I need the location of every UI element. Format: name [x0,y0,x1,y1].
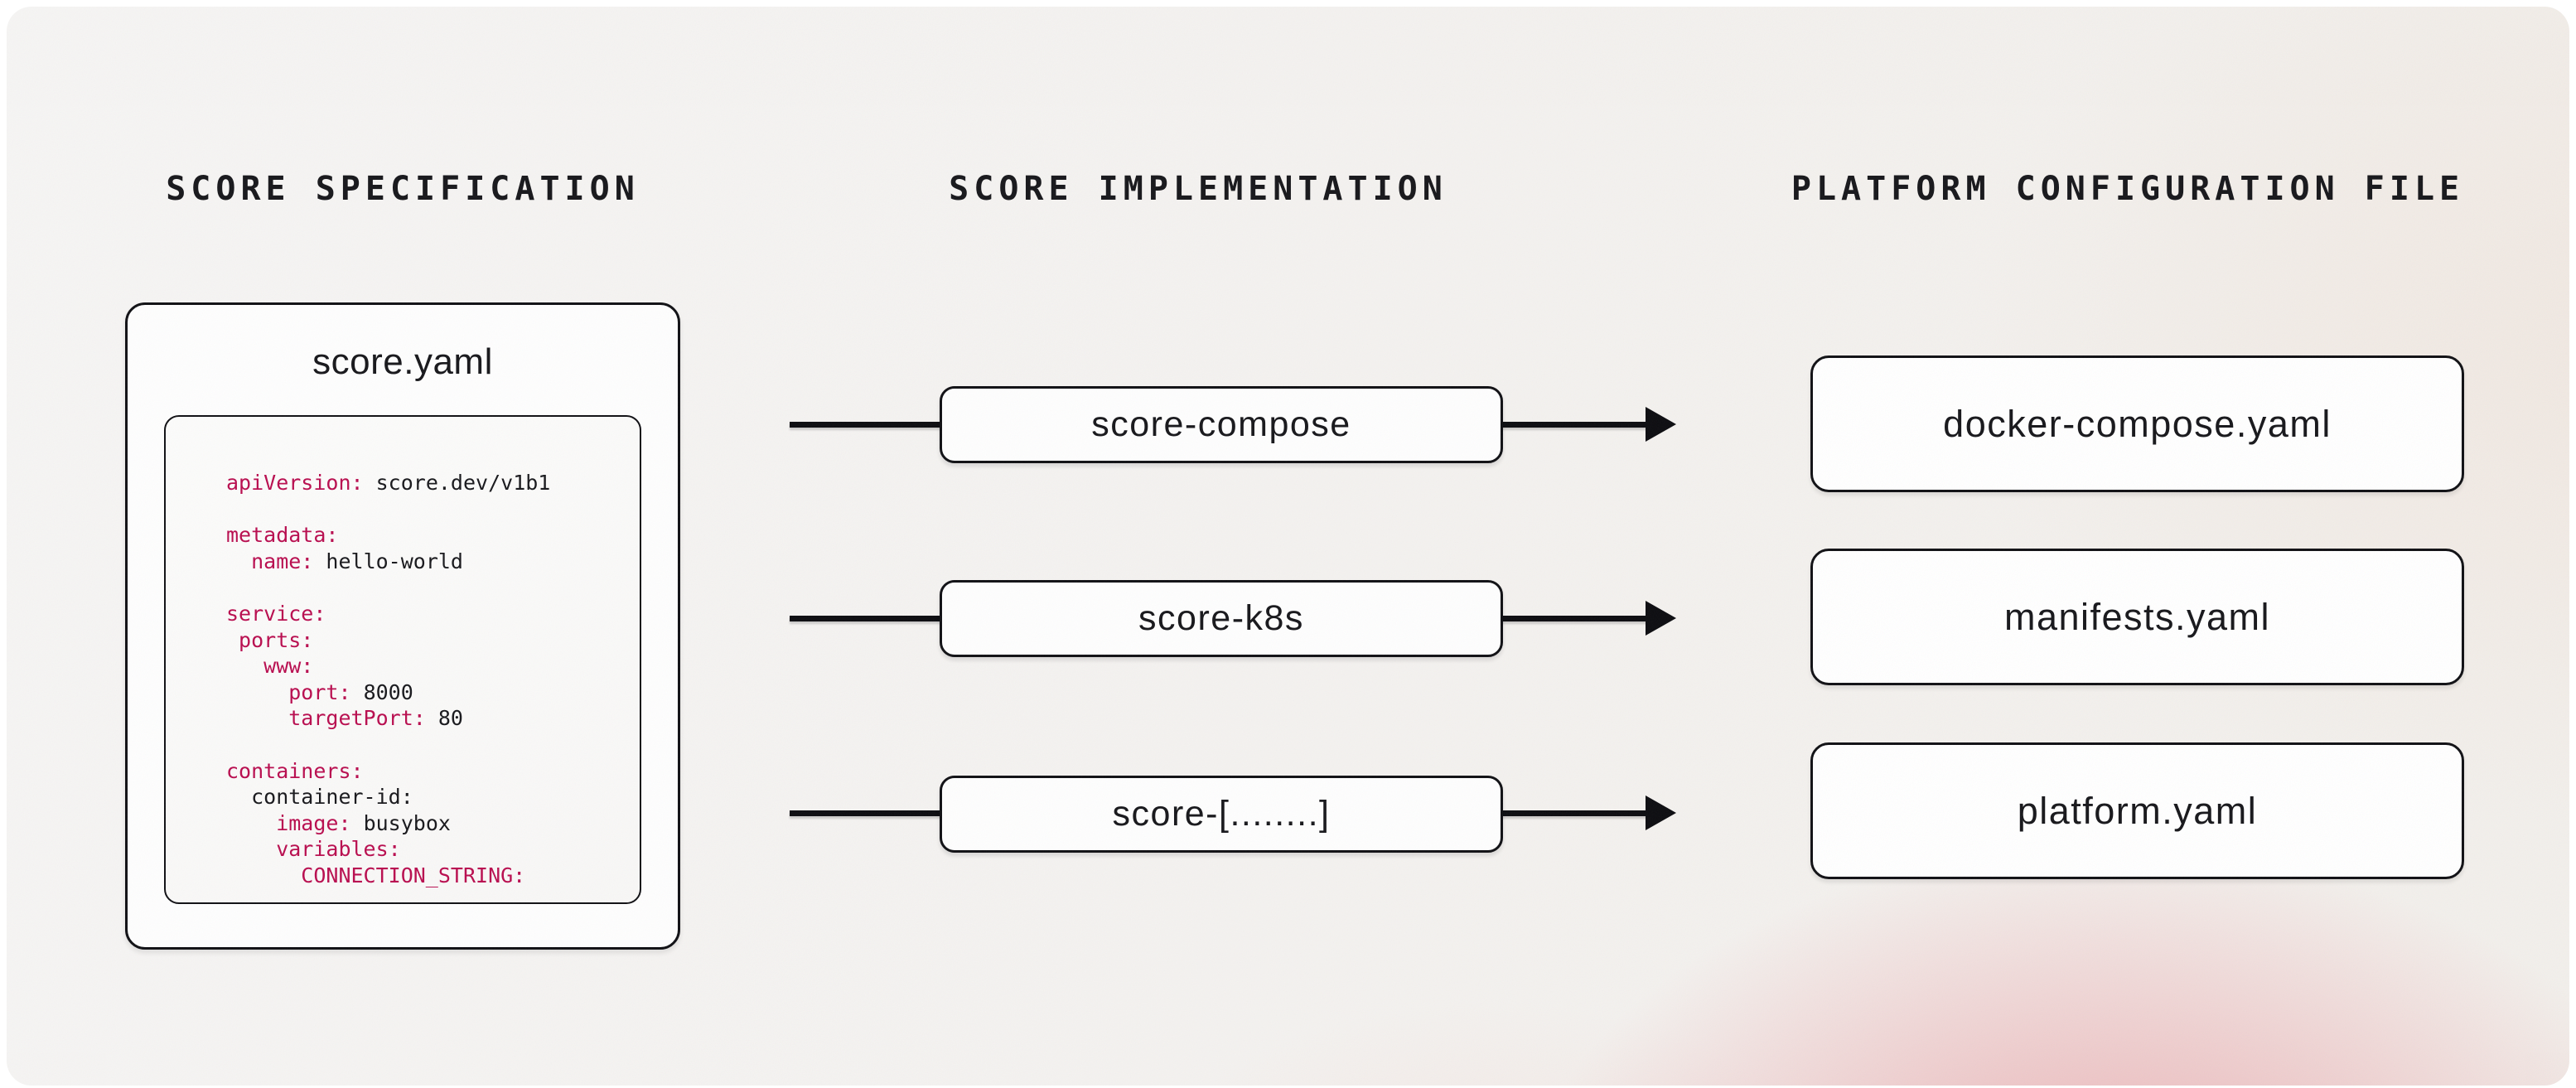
code-line: variables: [276,837,401,862]
arrow-head-icon [1646,407,1676,442]
connector-line-out-row1 [1501,422,1649,428]
code-line: image: busybox [276,810,451,835]
code-line: service: [226,601,326,626]
arrow-head-icon [1646,795,1676,830]
file-box-platform-yaml: platform.yaml [1810,742,2464,879]
code-line: www: [263,654,314,679]
code-blank-line [226,496,631,523]
score-yaml-title: score.yaml [312,341,493,382]
code-line: container-id: [251,785,413,810]
code-line: metadata: [226,523,339,548]
yaml-code-box: apiVersion: score.dev/v1b1 metadata:name:… [164,415,641,904]
yaml-code: apiVersion: score.dev/v1b1 metadata:name:… [226,470,631,889]
code-blank-line [226,574,631,601]
connector-line-in-row2 [790,616,942,621]
column-header-score-specification: SCORE SPECIFICATION [166,170,640,208]
score-yaml-card: score.yaml apiVersion: score.dev/v1b1 met… [125,302,680,950]
column-header-platform-configuration-file: PLATFORM CONFIGURATION FILE [1791,170,2465,208]
connector-line-in-row3 [790,810,942,816]
column-header-score-implementation: SCORE IMPLEMENTATION [949,170,1447,208]
arrow-head-icon [1646,601,1676,636]
code-blank-line [226,732,631,758]
code-line: containers: [226,758,364,783]
code-line: apiVersion: score.dev/v1b1 [226,471,551,495]
tool-box-score-k8s: score-k8s [940,580,1503,657]
file-box-manifests-yaml: manifests.yaml [1810,549,2464,685]
code-line: CONNECTION_STRING: [301,863,526,887]
code-line: name: hello-world [251,549,463,573]
tool-box-score-compose: score-compose [940,386,1503,463]
file-box-docker-compose-yaml: docker-compose.yaml [1810,355,2464,492]
code-line: ports: [239,627,314,652]
code-line: targetPort: 80 [288,706,463,731]
tool-box-score-other: score-[........] [940,776,1503,853]
code-line: port: 8000 [288,679,413,704]
connector-line-out-row2 [1501,616,1649,621]
connector-line-out-row3 [1501,810,1649,816]
connector-line-in-row1 [790,422,942,428]
diagram-card: SCORE SPECIFICATION SCORE IMPLEMENTATION… [7,7,2569,1086]
